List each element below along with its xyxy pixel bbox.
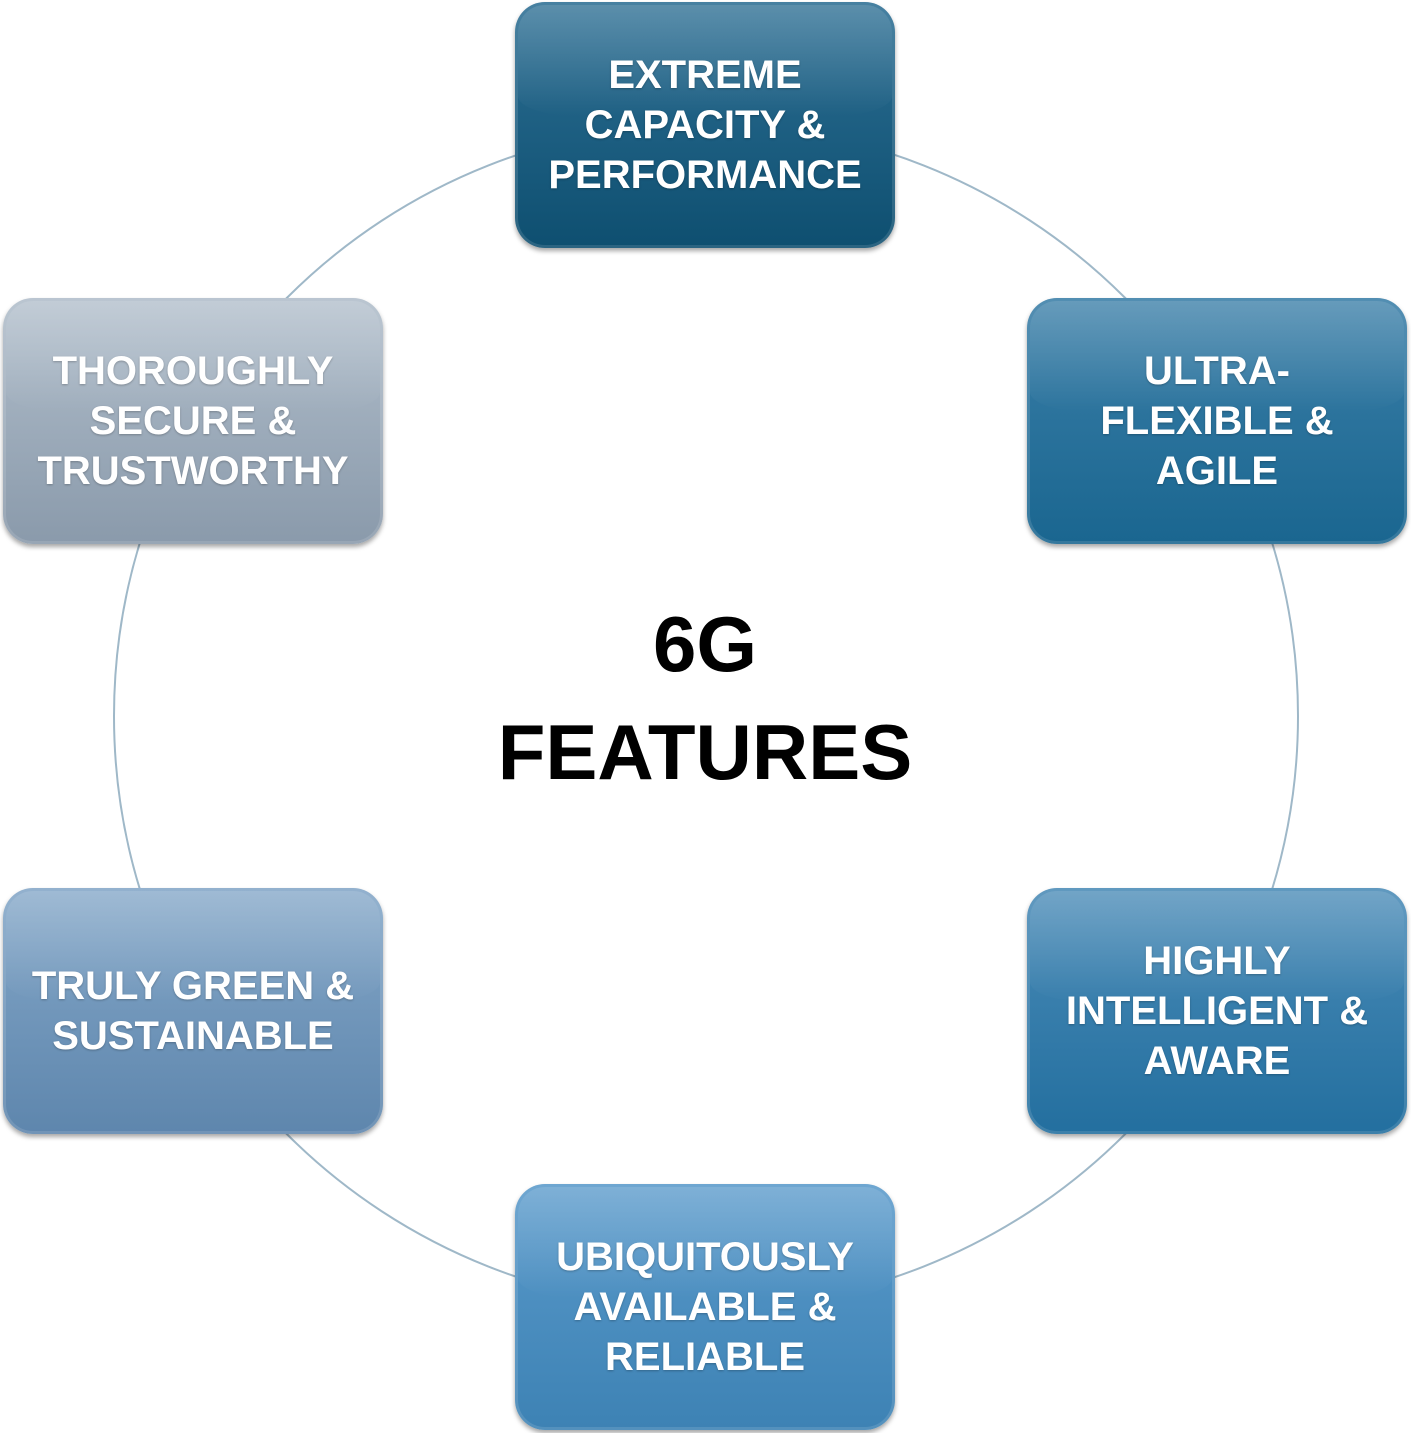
feature-box-extreme-capacity: EXTREME CAPACITY & PERFORMANCE <box>515 2 895 248</box>
feature-box-truly-green: TRULY GREEN & SUSTAINABLE <box>3 888 383 1134</box>
feature-box-ultra-flexible: ULTRA- FLEXIBLE & AGILE <box>1027 298 1407 544</box>
feature-label: THOROUGHLY SECURE & TRUSTWORTHY <box>37 349 349 493</box>
feature-label: ULTRA- FLEXIBLE & AGILE <box>1100 349 1334 493</box>
center-title-line1: 6G <box>652 600 758 688</box>
feature-box-thoroughly-secure: THOROUGHLY SECURE & TRUSTWORTHY <box>3 298 383 544</box>
feature-label: EXTREME CAPACITY & PERFORMANCE <box>548 53 862 197</box>
center-title: 6G FEATURES <box>405 590 1005 806</box>
center-title-line2: FEATURES <box>497 708 913 796</box>
feature-label: TRULY GREEN & SUSTAINABLE <box>31 964 355 1058</box>
feature-box-highly-intelligent: HIGHLY INTELLIGENT & AWARE <box>1027 888 1407 1134</box>
feature-label: HIGHLY INTELLIGENT & AWARE <box>1065 939 1369 1083</box>
feature-label: UBIQUITOUSLY AVAILABLE & RELIABLE <box>556 1235 854 1379</box>
feature-box-ubiquitously-available: UBIQUITOUSLY AVAILABLE & RELIABLE <box>515 1184 895 1430</box>
